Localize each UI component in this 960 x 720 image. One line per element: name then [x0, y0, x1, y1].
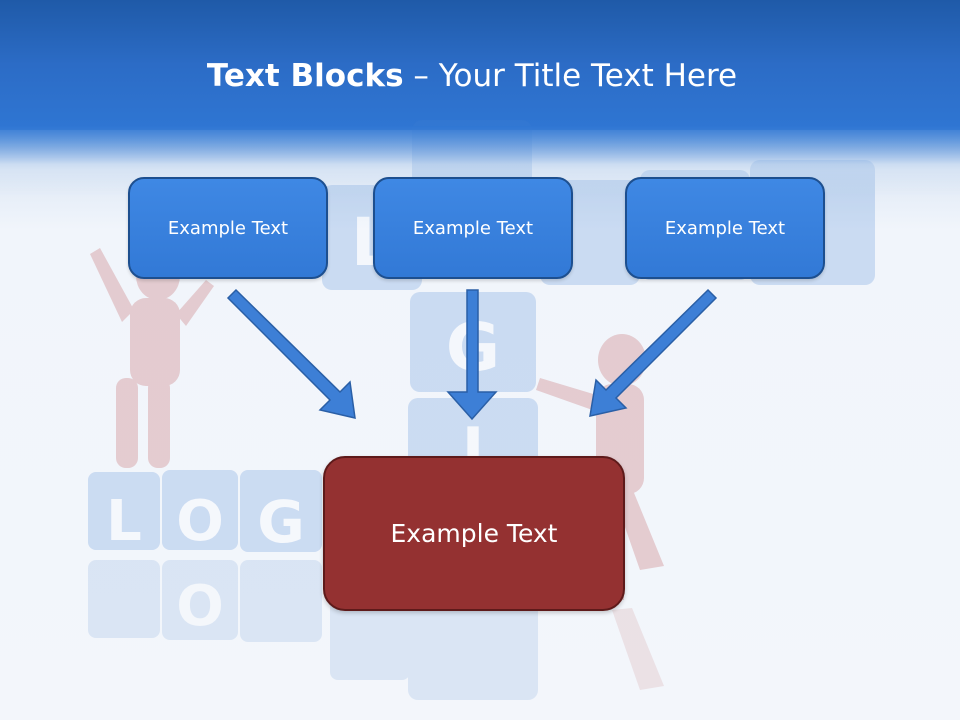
text-block-main[interactable]: Example Text	[323, 456, 625, 611]
text-block-2-label: Example Text	[412, 217, 534, 239]
svg-text:O: O	[176, 489, 224, 554]
arrow-left	[226, 288, 356, 419]
slide-title: Text Blocks – Your Title Text Here	[0, 56, 944, 96]
svg-text:L: L	[106, 489, 142, 554]
text-block-1[interactable]: Example Text	[128, 177, 328, 279]
svg-text:G: G	[257, 488, 305, 556]
text-block-3-label: Example Text	[664, 217, 786, 239]
title-rest: – Your Title Text Here	[403, 58, 738, 94]
svg-text:O: O	[176, 574, 224, 639]
title-bold: Text Blocks	[206, 58, 404, 94]
header-band	[0, 0, 960, 130]
text-block-1-label: Example Text	[167, 217, 289, 239]
text-block-3[interactable]: Example Text	[625, 177, 825, 279]
arrow-right	[589, 288, 718, 417]
text-block-2[interactable]: Example Text	[373, 177, 573, 279]
text-block-main-label: Example Text	[390, 519, 558, 548]
arrow-center	[446, 289, 498, 421]
